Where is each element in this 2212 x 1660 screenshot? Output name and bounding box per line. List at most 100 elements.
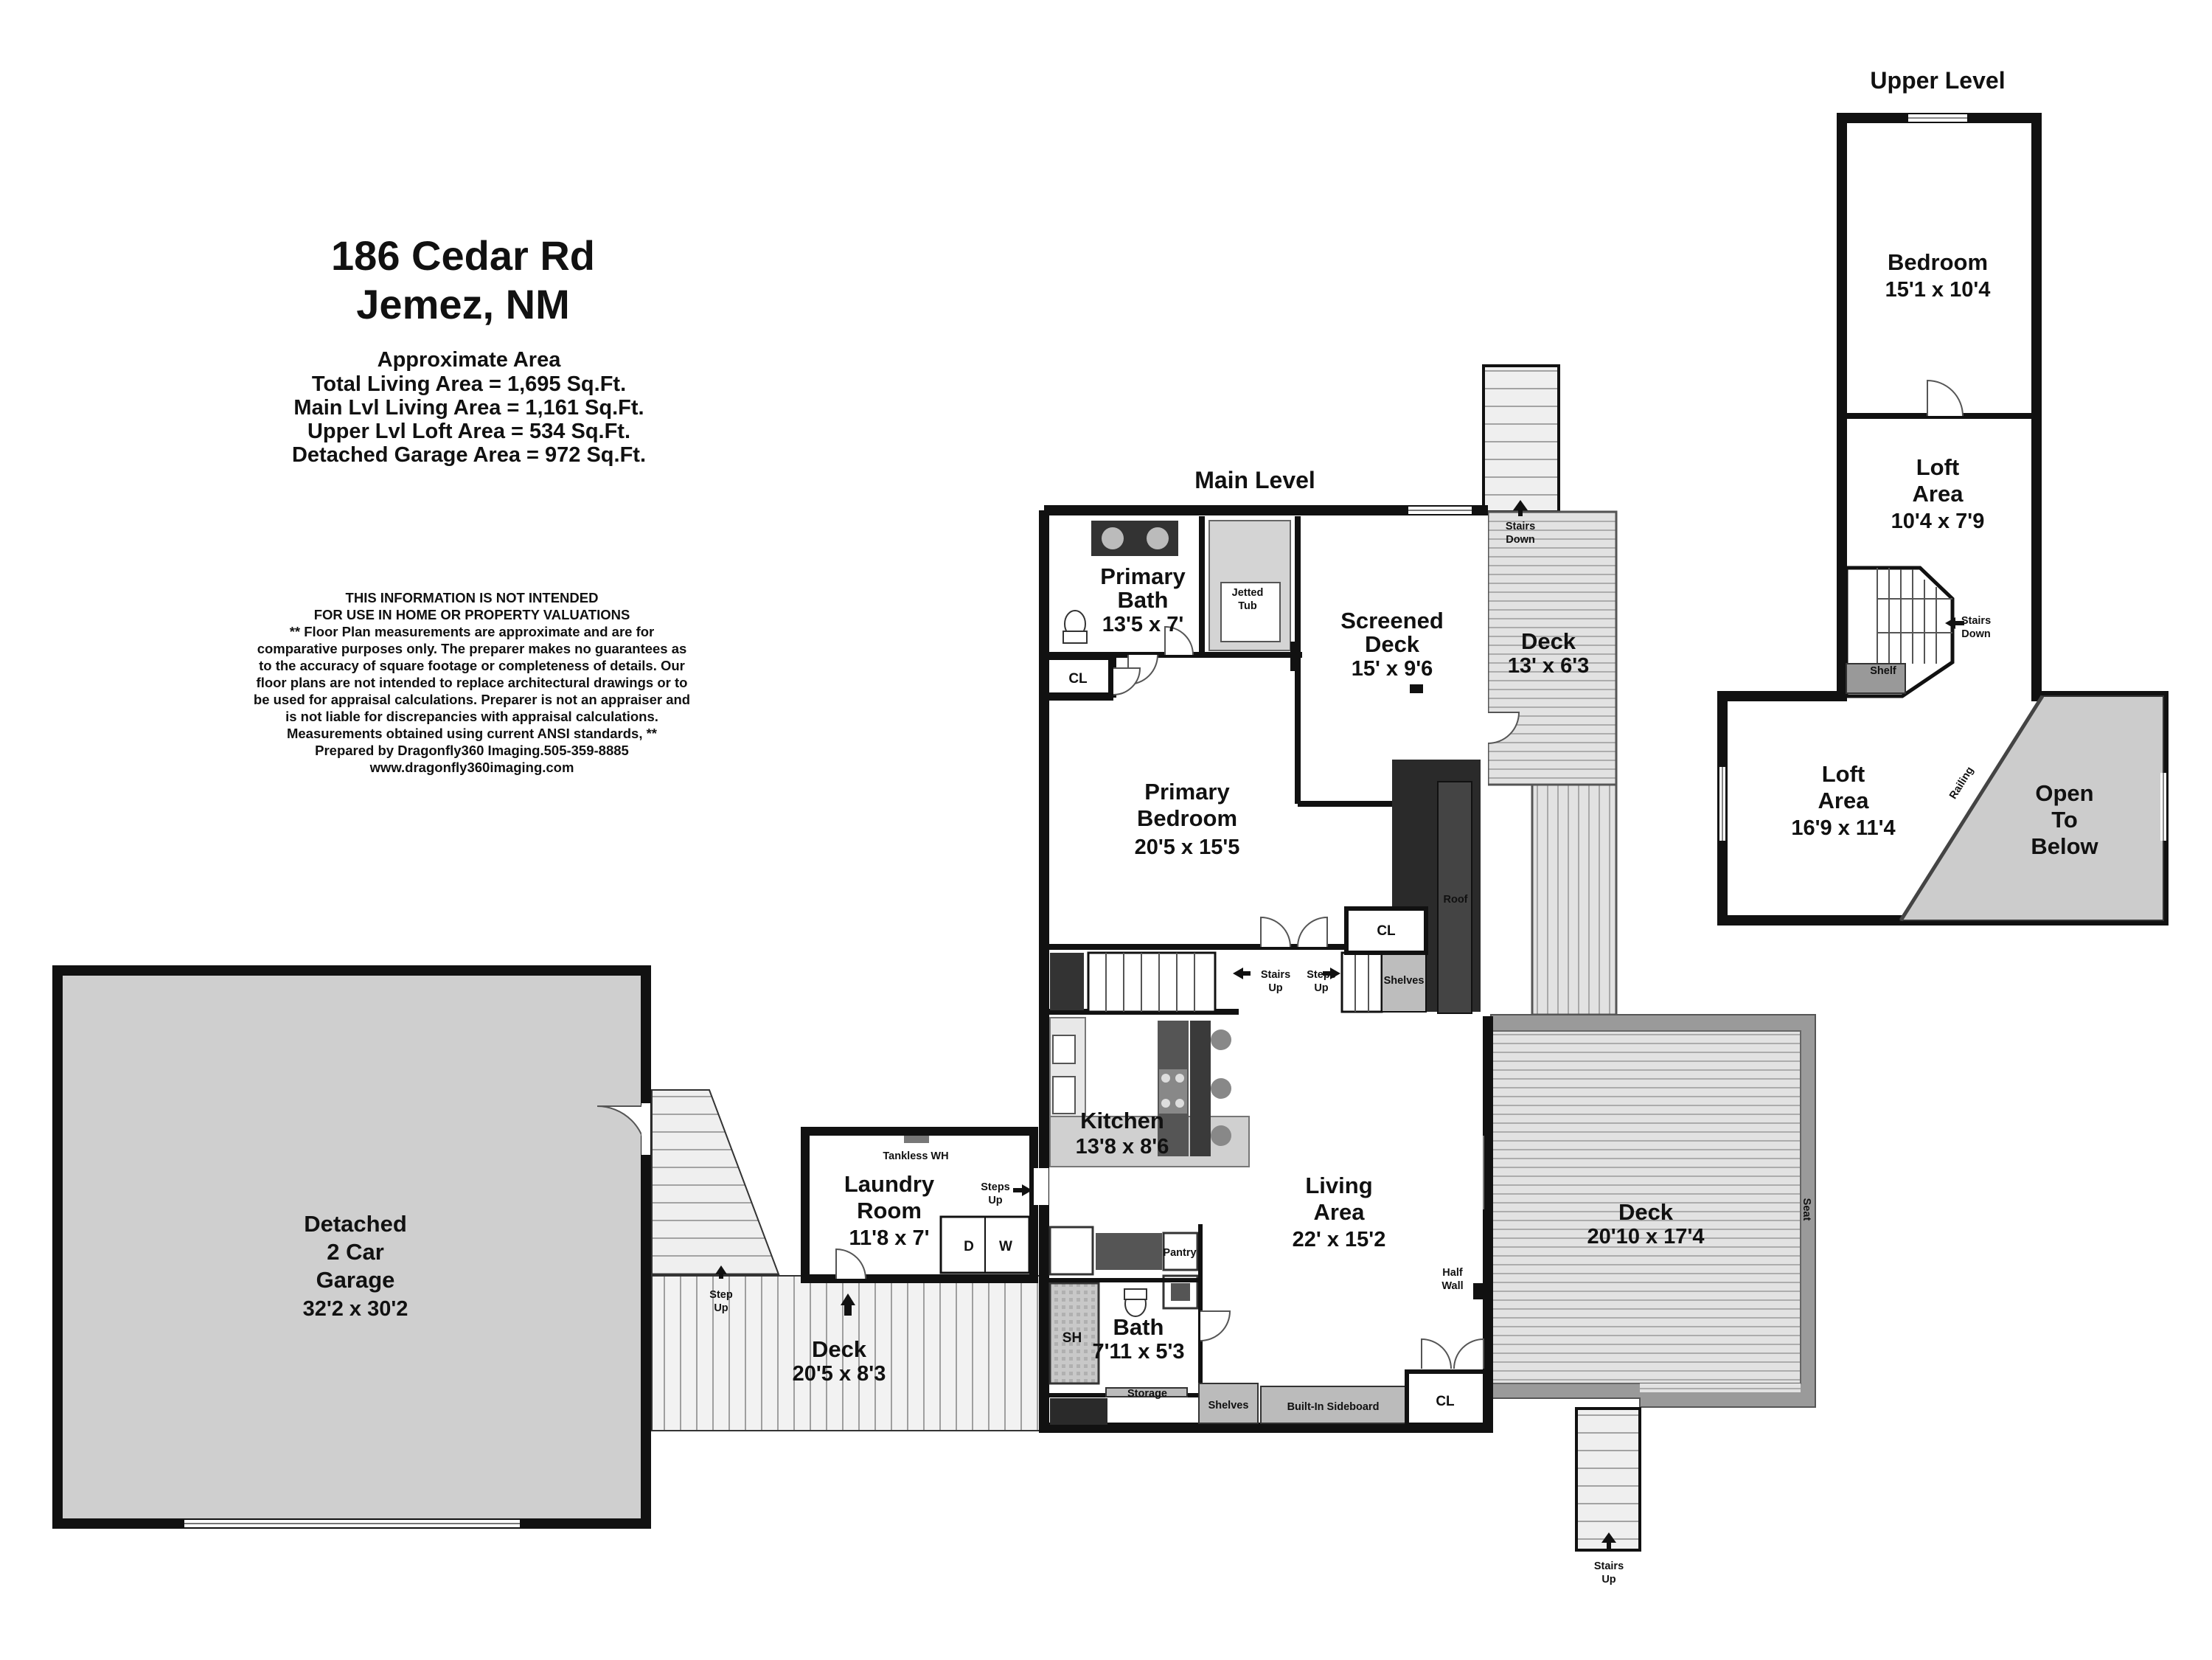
garage	[52, 965, 651, 1529]
disclaimer-line: www.dragonfly360imaging.com	[369, 760, 574, 775]
room-name: Room	[857, 1198, 922, 1223]
dark-block	[1050, 953, 1084, 1010]
pantry-label: Pantry	[1163, 1247, 1196, 1259]
room-name: Loft	[1822, 761, 1865, 787]
area-line: Total Living Area = 1,695 Sq.Ft.	[312, 372, 626, 396]
shelves-label: Shelves	[1384, 975, 1425, 987]
room-name: Below	[2031, 833, 2098, 859]
room-name: Bath	[1118, 587, 1169, 613]
area-line: Upper Lvl Loft Area = 534 Sq.Ft.	[307, 420, 630, 443]
room-name: 2 Car	[327, 1239, 384, 1265]
half-wall-label: Half	[1442, 1267, 1463, 1279]
room-name: To	[2051, 807, 2078, 833]
room-name: Screened	[1340, 608, 1444, 633]
arrows	[715, 500, 1964, 1549]
disclaimer-line: be used for appraisal calculations. Prep…	[254, 692, 690, 707]
main-level-heading: Main Level	[1194, 467, 1315, 493]
room-dim: 15' x 9'6	[1352, 657, 1433, 681]
half-wall-label: Wall	[1441, 1280, 1463, 1292]
disclaimer-line: Prepared by Dragonfly360 Imaging.505-359…	[315, 743, 629, 758]
railing-label: Railing	[1947, 765, 1976, 801]
room-name: Deck	[812, 1336, 867, 1362]
jetted-tub-label: Jetted	[1232, 587, 1264, 599]
room-name: Loft	[1916, 454, 1960, 480]
room-dim: 13'8 x 8'6	[1076, 1135, 1169, 1159]
stairs-up-label: Up	[1601, 1574, 1615, 1586]
room-dim: 15'1 x 10'4	[1885, 278, 1991, 302]
room-name: Bedroom	[1137, 805, 1237, 831]
address-title: 186 Cedar Rd	[331, 232, 595, 279]
room-dim: 7'11 x 5'3	[1092, 1340, 1184, 1364]
room-name: Area	[1314, 1199, 1366, 1225]
room-name: Bedroom	[1888, 249, 1988, 275]
steps-up-label: Up	[988, 1195, 1002, 1206]
room-name: Primary	[1144, 779, 1230, 805]
room-name: Primary	[1100, 563, 1186, 589]
steps-up-label: Up	[1314, 982, 1328, 994]
stairs-down-label: Stairs	[1506, 521, 1535, 532]
room-dim: 11'8 x 7'	[849, 1226, 930, 1250]
room-dim: 13'5 x 7'	[1102, 613, 1184, 636]
stairs-down-label: Stairs	[1961, 615, 1991, 627]
room-dim: 20'5 x 8'3	[793, 1362, 886, 1386]
sideboard-label: Built-In Sideboard	[1287, 1401, 1380, 1413]
room-dim: 13' x 6'3	[1508, 654, 1590, 678]
step-up-label: Step	[709, 1289, 733, 1301]
seat-label: Seat	[1801, 1198, 1812, 1221]
steps-up-label: Steps	[1307, 969, 1336, 981]
room-dim: 32'2 x 30'2	[303, 1297, 408, 1321]
room-name: Detached	[304, 1211, 407, 1237]
roof-strip	[1437, 781, 1472, 1014]
stairs-bottom	[1575, 1407, 1641, 1552]
room-name: Area	[1818, 788, 1870, 813]
room-dim: 16'9 x 11'4	[1791, 816, 1895, 840]
disclaimer: THIS INFORMATION IS NOT INTENDED FOR USE…	[254, 590, 690, 775]
closet-label: CL	[1068, 671, 1088, 687]
disclaimer-line: floor plans are not intended to replace …	[257, 675, 688, 690]
room-dim: 20'5 x 15'5	[1135, 836, 1240, 859]
area-title: Approximate Area	[378, 348, 562, 372]
shower-label: SH	[1062, 1330, 1082, 1346]
room-dim: 10'4 x 7'9	[1891, 510, 1985, 533]
step-up-label: Up	[714, 1302, 728, 1314]
upper-level-heading: Upper Level	[1870, 67, 2005, 94]
shower	[1048, 1282, 1100, 1385]
room-name: Open	[2035, 780, 2093, 806]
washer-label: W	[999, 1239, 1012, 1254]
room-name: Laundry	[844, 1171, 935, 1197]
stairs-down-label: Down	[1506, 534, 1534, 546]
storage-label: Storage	[1127, 1388, 1167, 1400]
disclaimer-line: comparative purposes only. The preparer …	[257, 641, 687, 656]
stairs-down-label: Down	[1961, 628, 1990, 640]
area-line: Detached Garage Area = 972 Sq.Ft.	[292, 443, 646, 467]
dryer-label: D	[964, 1239, 974, 1254]
room-name: Deck	[1365, 631, 1420, 657]
room-name: Bath	[1113, 1314, 1164, 1340]
room-name: Deck	[1618, 1199, 1674, 1225]
closet-label: CL	[1377, 923, 1396, 939]
deck-walkway	[1531, 783, 1618, 1016]
room-name: Deck	[1521, 628, 1576, 654]
disclaimer-line: FOR USE IN HOME OR PROPERTY VALUATIONS	[314, 607, 630, 622]
shelves-label: Shelves	[1208, 1400, 1249, 1411]
room-name: Kitchen	[1080, 1108, 1164, 1133]
stairs-up-label: Up	[1268, 982, 1282, 994]
room-name: Garage	[316, 1267, 395, 1293]
room-name: Living	[1305, 1173, 1372, 1198]
disclaimer-line: to the accuracy of square footage or com…	[259, 658, 685, 673]
closet-label: CL	[1436, 1394, 1455, 1409]
stairs-up-label: Stairs	[1594, 1560, 1624, 1572]
disclaimer-line: ** Floor Plan measurements are approxima…	[290, 624, 655, 639]
disclaimer-line: is not liable for discrepancies with app…	[285, 709, 658, 724]
room-name: Area	[1913, 481, 1964, 507]
room-dim: 22' x 15'2	[1293, 1228, 1386, 1251]
area-line: Main Lvl Living Area = 1,161 Sq.Ft.	[293, 396, 644, 420]
city-title: Jemez, NM	[356, 281, 569, 327]
jetted-tub-label: Tub	[1238, 600, 1257, 612]
tankless-label: Tankless WH	[883, 1150, 948, 1162]
disclaimer-line: Measurements obtained using current ANSI…	[287, 726, 658, 741]
disclaimer-line: THIS INFORMATION IS NOT INTENDED	[346, 590, 599, 605]
stairs-up-label: Stairs	[1261, 969, 1290, 981]
